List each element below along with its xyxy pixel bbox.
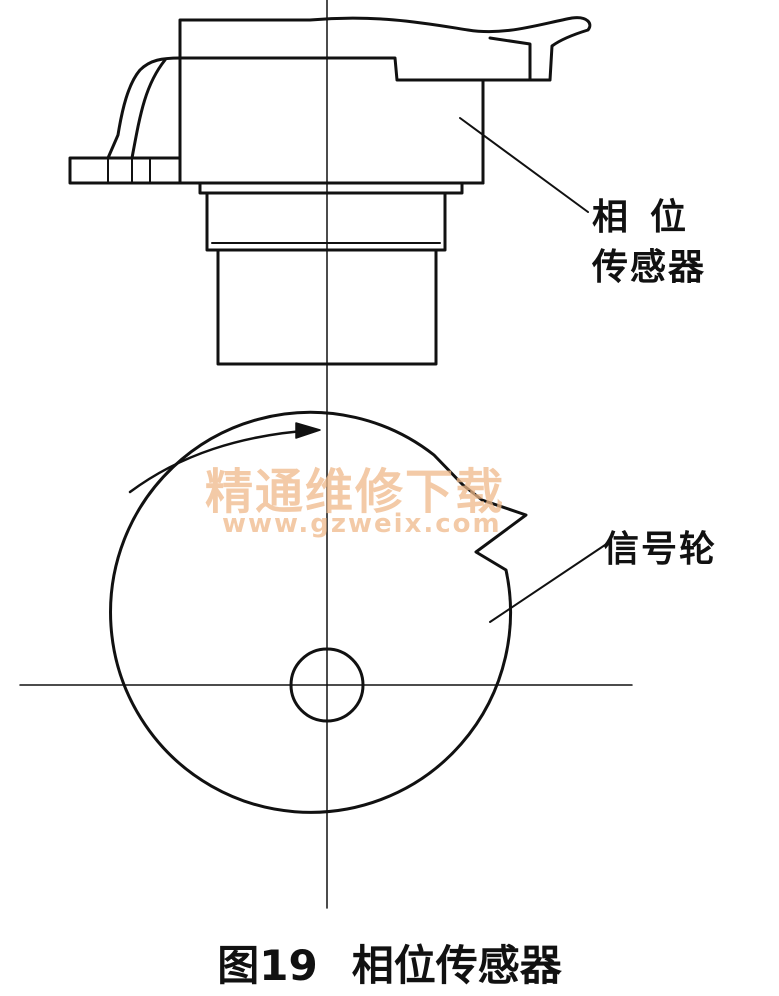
sensor-leader-line xyxy=(459,117,589,213)
sensor-top-notch xyxy=(488,36,532,82)
sensor-housing-outline xyxy=(178,16,592,185)
sensor-mounting-flange xyxy=(68,156,182,185)
rotation-arrowhead xyxy=(295,422,321,439)
sensor-connector xyxy=(106,56,182,160)
wheel-leader-line xyxy=(489,544,606,623)
sensor-collar xyxy=(205,191,447,252)
sensor-label-line1: 相位 xyxy=(592,197,709,238)
sensor-top-step xyxy=(178,56,485,82)
wheel-hub xyxy=(289,647,365,723)
phase-sensor xyxy=(68,16,592,366)
signal-wheel xyxy=(109,410,528,814)
sensor-label-line2: 传感器 xyxy=(592,247,707,288)
signal-wheel-outline xyxy=(109,410,528,814)
watermark-url: www.gzweix.com xyxy=(222,509,502,539)
watermark-text: 精通维修下载 xyxy=(205,464,506,520)
signal-wheel-label: 信号轮 xyxy=(603,529,718,570)
caption-title: 相位传感器 xyxy=(351,941,562,990)
sensor-connector-inner xyxy=(130,58,167,160)
figure-caption: 图19 相位传感器 xyxy=(0,932,779,993)
sensor-probe xyxy=(216,248,438,366)
rotation-arrow xyxy=(128,428,317,494)
caption-number: 图19 xyxy=(217,941,318,990)
